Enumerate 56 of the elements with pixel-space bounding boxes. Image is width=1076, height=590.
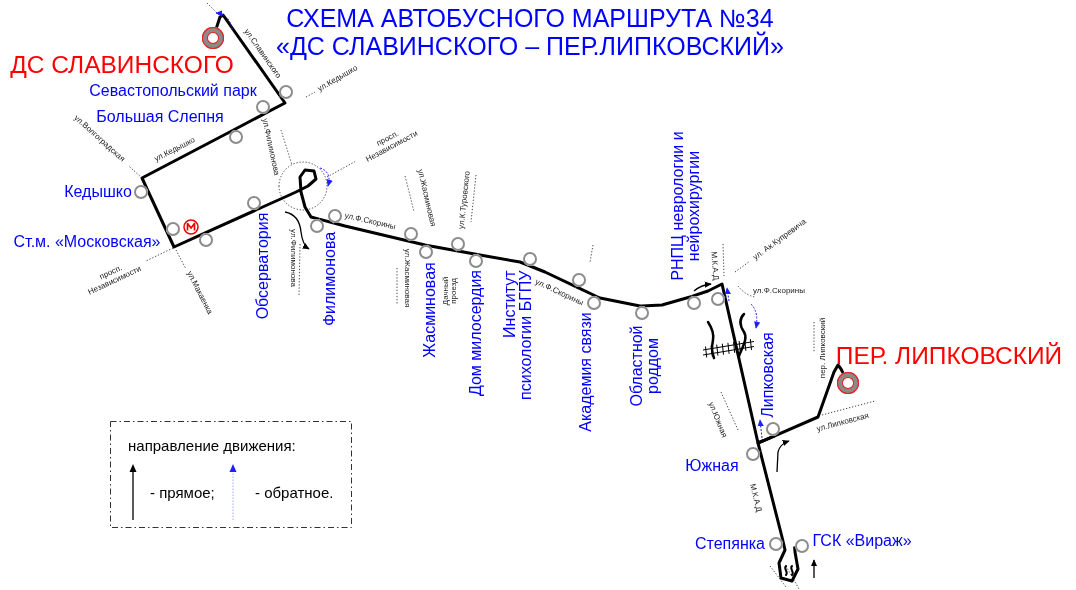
stop-name: Степянка [695,534,765,554]
stop-name: Академия связи [576,312,595,432]
stop-name: Обсерватория [253,212,272,320]
legend-title: направление движения: [128,437,296,455]
route-line [140,129,234,191]
route-line [756,433,777,453]
street-name: М.К.А.Д [747,483,763,513]
terminus-name: ДС СЛАВИНСКОГО [10,50,234,80]
route-line [408,239,428,247]
route-line [165,230,205,249]
street-name: М.К.А.Д [708,251,720,281]
route-line [477,253,529,267]
street-name: ул.К.Туровского [457,170,473,230]
bus-stop-circle [199,233,214,248]
stop-name: РНПЦ неврологии и нейрохирургии [670,130,702,283]
route-line [202,208,258,236]
bus-stop-circle [450,236,465,251]
route-line [575,285,598,298]
street-name: ул.Жасминовая [402,248,412,308]
bus-stop-circle [278,85,293,99]
route-line [333,221,410,243]
route-line [145,188,169,233]
stop-name: Ст.м. «Московская» [13,232,161,252]
route-line [427,243,457,253]
legend-label: - прямое; [150,484,215,502]
stop-name: Жасминовая [420,262,439,358]
bus-stop-circle [403,227,418,242]
route-line [215,13,282,97]
terminus-name: ПЕР. ЛИПКОВСКИЙ [835,341,1063,371]
bus-stop-circle [328,209,343,224]
bus-stop-circle [711,292,726,307]
stop-name: Севастопольский парк [89,81,257,101]
stop-name: Липковская [758,332,777,418]
stop-name: Кедышко [64,182,132,202]
stop-name: Дом милосердия [466,269,485,396]
street-name: Дачный проезд [442,275,458,308]
stop-name: Филимонова [320,231,339,327]
street-name: ул.Ф.Скорины [753,286,805,296]
route-line [758,451,785,543]
stop-name: ГСК «Вираж» [812,531,912,551]
stop-name: Областной роддом [629,324,661,409]
route-line [641,294,693,308]
street-name: пер. Липковский [818,317,828,379]
route-line [691,282,727,299]
stop-name: Южная [685,456,739,476]
route-line [256,168,320,221]
street-name: ул.Филимонова [288,229,298,287]
route-line [596,295,642,308]
route-line [527,263,577,288]
route-line [775,363,845,437]
route-line [777,541,800,583]
legend-label: - обратное. [255,484,334,502]
route-line [265,95,287,115]
route-line [231,111,268,132]
route-line [456,249,478,256]
stop-name: Институт психологии БГПУ [502,270,534,402]
